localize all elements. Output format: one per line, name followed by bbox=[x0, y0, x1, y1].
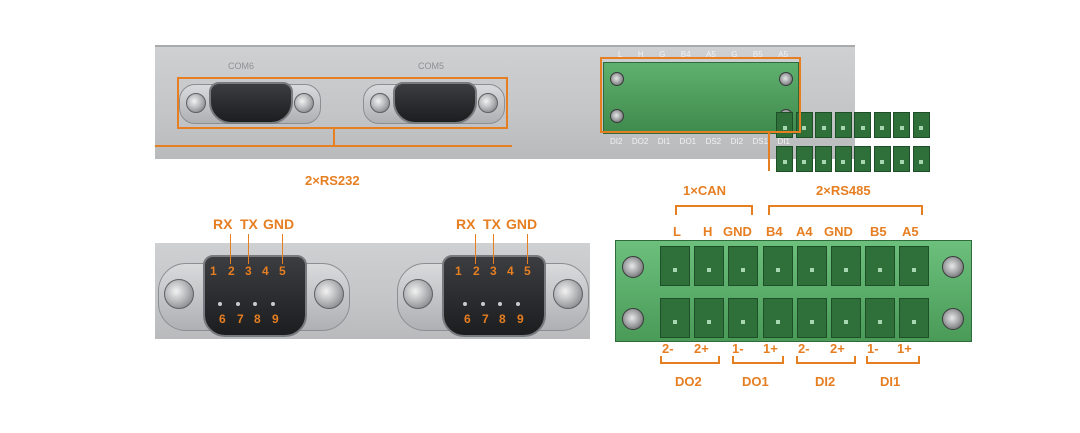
can-group-label: 1×CAN bbox=[683, 183, 726, 198]
right-rx-leader bbox=[475, 234, 476, 264]
rs232-bracket-stem bbox=[333, 127, 335, 145]
rs485-bracket bbox=[768, 205, 923, 207]
detail-terminal-cell bbox=[660, 298, 690, 338]
detail-terminal-cell bbox=[728, 246, 759, 286]
small-terminal-cell bbox=[854, 146, 871, 172]
small-terminal-bottom-labels: DI2 DO2 DI1 DO1 DS2 DI2 DS1 DI1 bbox=[610, 137, 790, 146]
detail-terminal-cell bbox=[728, 298, 759, 338]
right-gnd-label: GND bbox=[506, 216, 538, 232]
terminal-bottom-labels: 2- 2+ 1- 1+ 2- 2+ 1- 1+ bbox=[662, 341, 912, 356]
small-terminal-cell bbox=[912, 146, 930, 172]
small-terminal-cell bbox=[834, 112, 852, 138]
do2-bracket bbox=[660, 362, 720, 364]
left-rx-leader bbox=[230, 234, 231, 264]
terminal-top-labels: L H GND B4 A4 GND B5 A5 bbox=[673, 224, 919, 239]
detail-terminal-cell bbox=[865, 246, 896, 286]
device-panel-photo: COM6 COM5 L H G B4 A5 G B5 A5 DI2 DO2 DI… bbox=[155, 45, 930, 172]
small-terminal-cell bbox=[854, 112, 871, 138]
small-terminal-cell bbox=[873, 146, 891, 172]
terminal-callout-line bbox=[768, 131, 770, 171]
do1-group-label: DO1 bbox=[742, 374, 769, 389]
left-gnd-leader bbox=[282, 234, 283, 264]
port-label-com6: COM6 bbox=[228, 61, 255, 71]
di2-bracket bbox=[796, 362, 856, 364]
db9-connector-com6 bbox=[179, 82, 321, 124]
rs232-highlight-box bbox=[177, 77, 508, 129]
detail-terminal-cell bbox=[796, 246, 827, 286]
right-tx-leader bbox=[493, 234, 494, 264]
small-terminal-cell bbox=[834, 146, 852, 172]
di1-group-label: DI1 bbox=[880, 374, 901, 389]
small-terminal-cell bbox=[893, 146, 910, 172]
detail-terminal-cell bbox=[762, 298, 793, 338]
left-rx-label: RX bbox=[213, 216, 233, 232]
small-terminal-cell bbox=[912, 112, 930, 138]
detail-terminal-cell bbox=[899, 298, 930, 338]
db9-right-pins: 1 2 3 4 5 6 7 8 9 bbox=[455, 264, 531, 326]
small-terminal-cell bbox=[776, 146, 793, 172]
right-rx-label: RX bbox=[456, 216, 476, 232]
left-tx-leader bbox=[248, 234, 249, 264]
small-terminal-cell bbox=[795, 146, 813, 172]
mount-hole bbox=[942, 256, 964, 278]
can-bracket bbox=[675, 205, 753, 207]
di2-group-label: DI2 bbox=[815, 374, 836, 389]
small-terminal-cell bbox=[815, 146, 832, 172]
db9-left-pins: 1 2 3 4 5 6 7 8 9 bbox=[210, 264, 286, 326]
detail-terminal-cell bbox=[899, 246, 930, 286]
port-label-com5: COM5 bbox=[418, 61, 445, 71]
mount-hole bbox=[622, 308, 644, 330]
small-terminal-top-labels: L H G B4 A5 G B5 A5 bbox=[618, 50, 788, 59]
left-tx-label: TX bbox=[240, 216, 258, 232]
detail-terminal-cell bbox=[865, 298, 896, 338]
small-terminal-cell bbox=[815, 112, 832, 138]
terminal-block-small bbox=[603, 62, 799, 134]
rs232-callout-label: 2×RS232 bbox=[305, 173, 360, 188]
rs485-group-label: 2×RS485 bbox=[816, 183, 871, 198]
rs232-bracket-bar bbox=[155, 145, 512, 147]
detail-terminal-cell bbox=[694, 298, 725, 338]
detail-terminal-cell bbox=[831, 298, 861, 338]
do1-bracket bbox=[732, 362, 784, 364]
right-tx-label: TX bbox=[483, 216, 501, 232]
db9-connector-com5 bbox=[363, 82, 505, 124]
detail-terminal-cell bbox=[762, 246, 793, 286]
di1-bracket bbox=[866, 362, 920, 364]
detail-terminal-cell bbox=[694, 246, 725, 286]
right-gnd-leader bbox=[527, 234, 528, 264]
mount-hole bbox=[942, 308, 964, 330]
small-terminal-cell bbox=[873, 112, 891, 138]
detail-terminal-cell bbox=[831, 246, 861, 286]
db9-detail-right bbox=[397, 255, 589, 337]
db9-detail-left bbox=[158, 255, 350, 337]
do2-group-label: DO2 bbox=[675, 374, 702, 389]
mount-hole bbox=[622, 256, 644, 278]
detail-terminal-cell bbox=[796, 298, 827, 338]
left-gnd-label: GND bbox=[263, 216, 295, 232]
small-terminal-cell bbox=[893, 112, 910, 138]
detail-terminal-cell bbox=[660, 246, 690, 286]
terminal-highlight-box bbox=[600, 57, 801, 133]
